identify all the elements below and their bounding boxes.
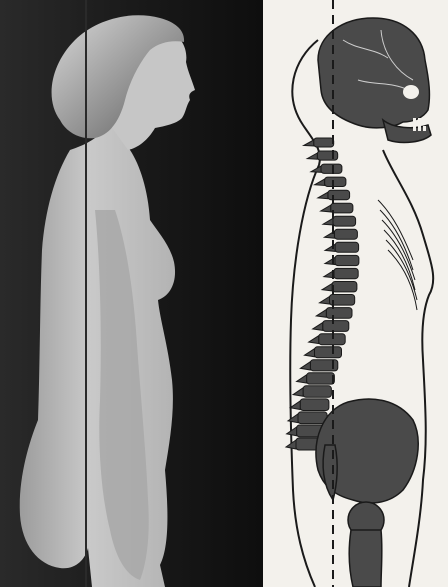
vertebra (331, 203, 353, 213)
vertebra (333, 216, 356, 226)
vertebra (300, 399, 329, 411)
vertebra (315, 347, 342, 358)
vertebra (303, 386, 331, 398)
vertebra (334, 268, 358, 278)
vertebra (332, 282, 357, 292)
diagram-svg (263, 0, 448, 587)
skull (318, 18, 429, 128)
vertebra (319, 334, 346, 345)
vertebra (298, 412, 327, 424)
vertebra (314, 138, 334, 147)
vertebra (317, 151, 337, 160)
vertebra (335, 255, 359, 265)
femur (349, 530, 382, 587)
vertebra (307, 373, 335, 384)
vertebra (323, 321, 349, 332)
spine-diagram (263, 0, 448, 587)
posture-photograph (0, 0, 263, 587)
vertebra (328, 190, 350, 200)
vertebra (321, 164, 342, 173)
vertebra (325, 177, 346, 186)
photo-svg (0, 0, 263, 587)
eye-socket (403, 85, 419, 99)
vertebra (334, 229, 357, 239)
vertebra (335, 242, 359, 252)
vertebra (326, 308, 352, 319)
